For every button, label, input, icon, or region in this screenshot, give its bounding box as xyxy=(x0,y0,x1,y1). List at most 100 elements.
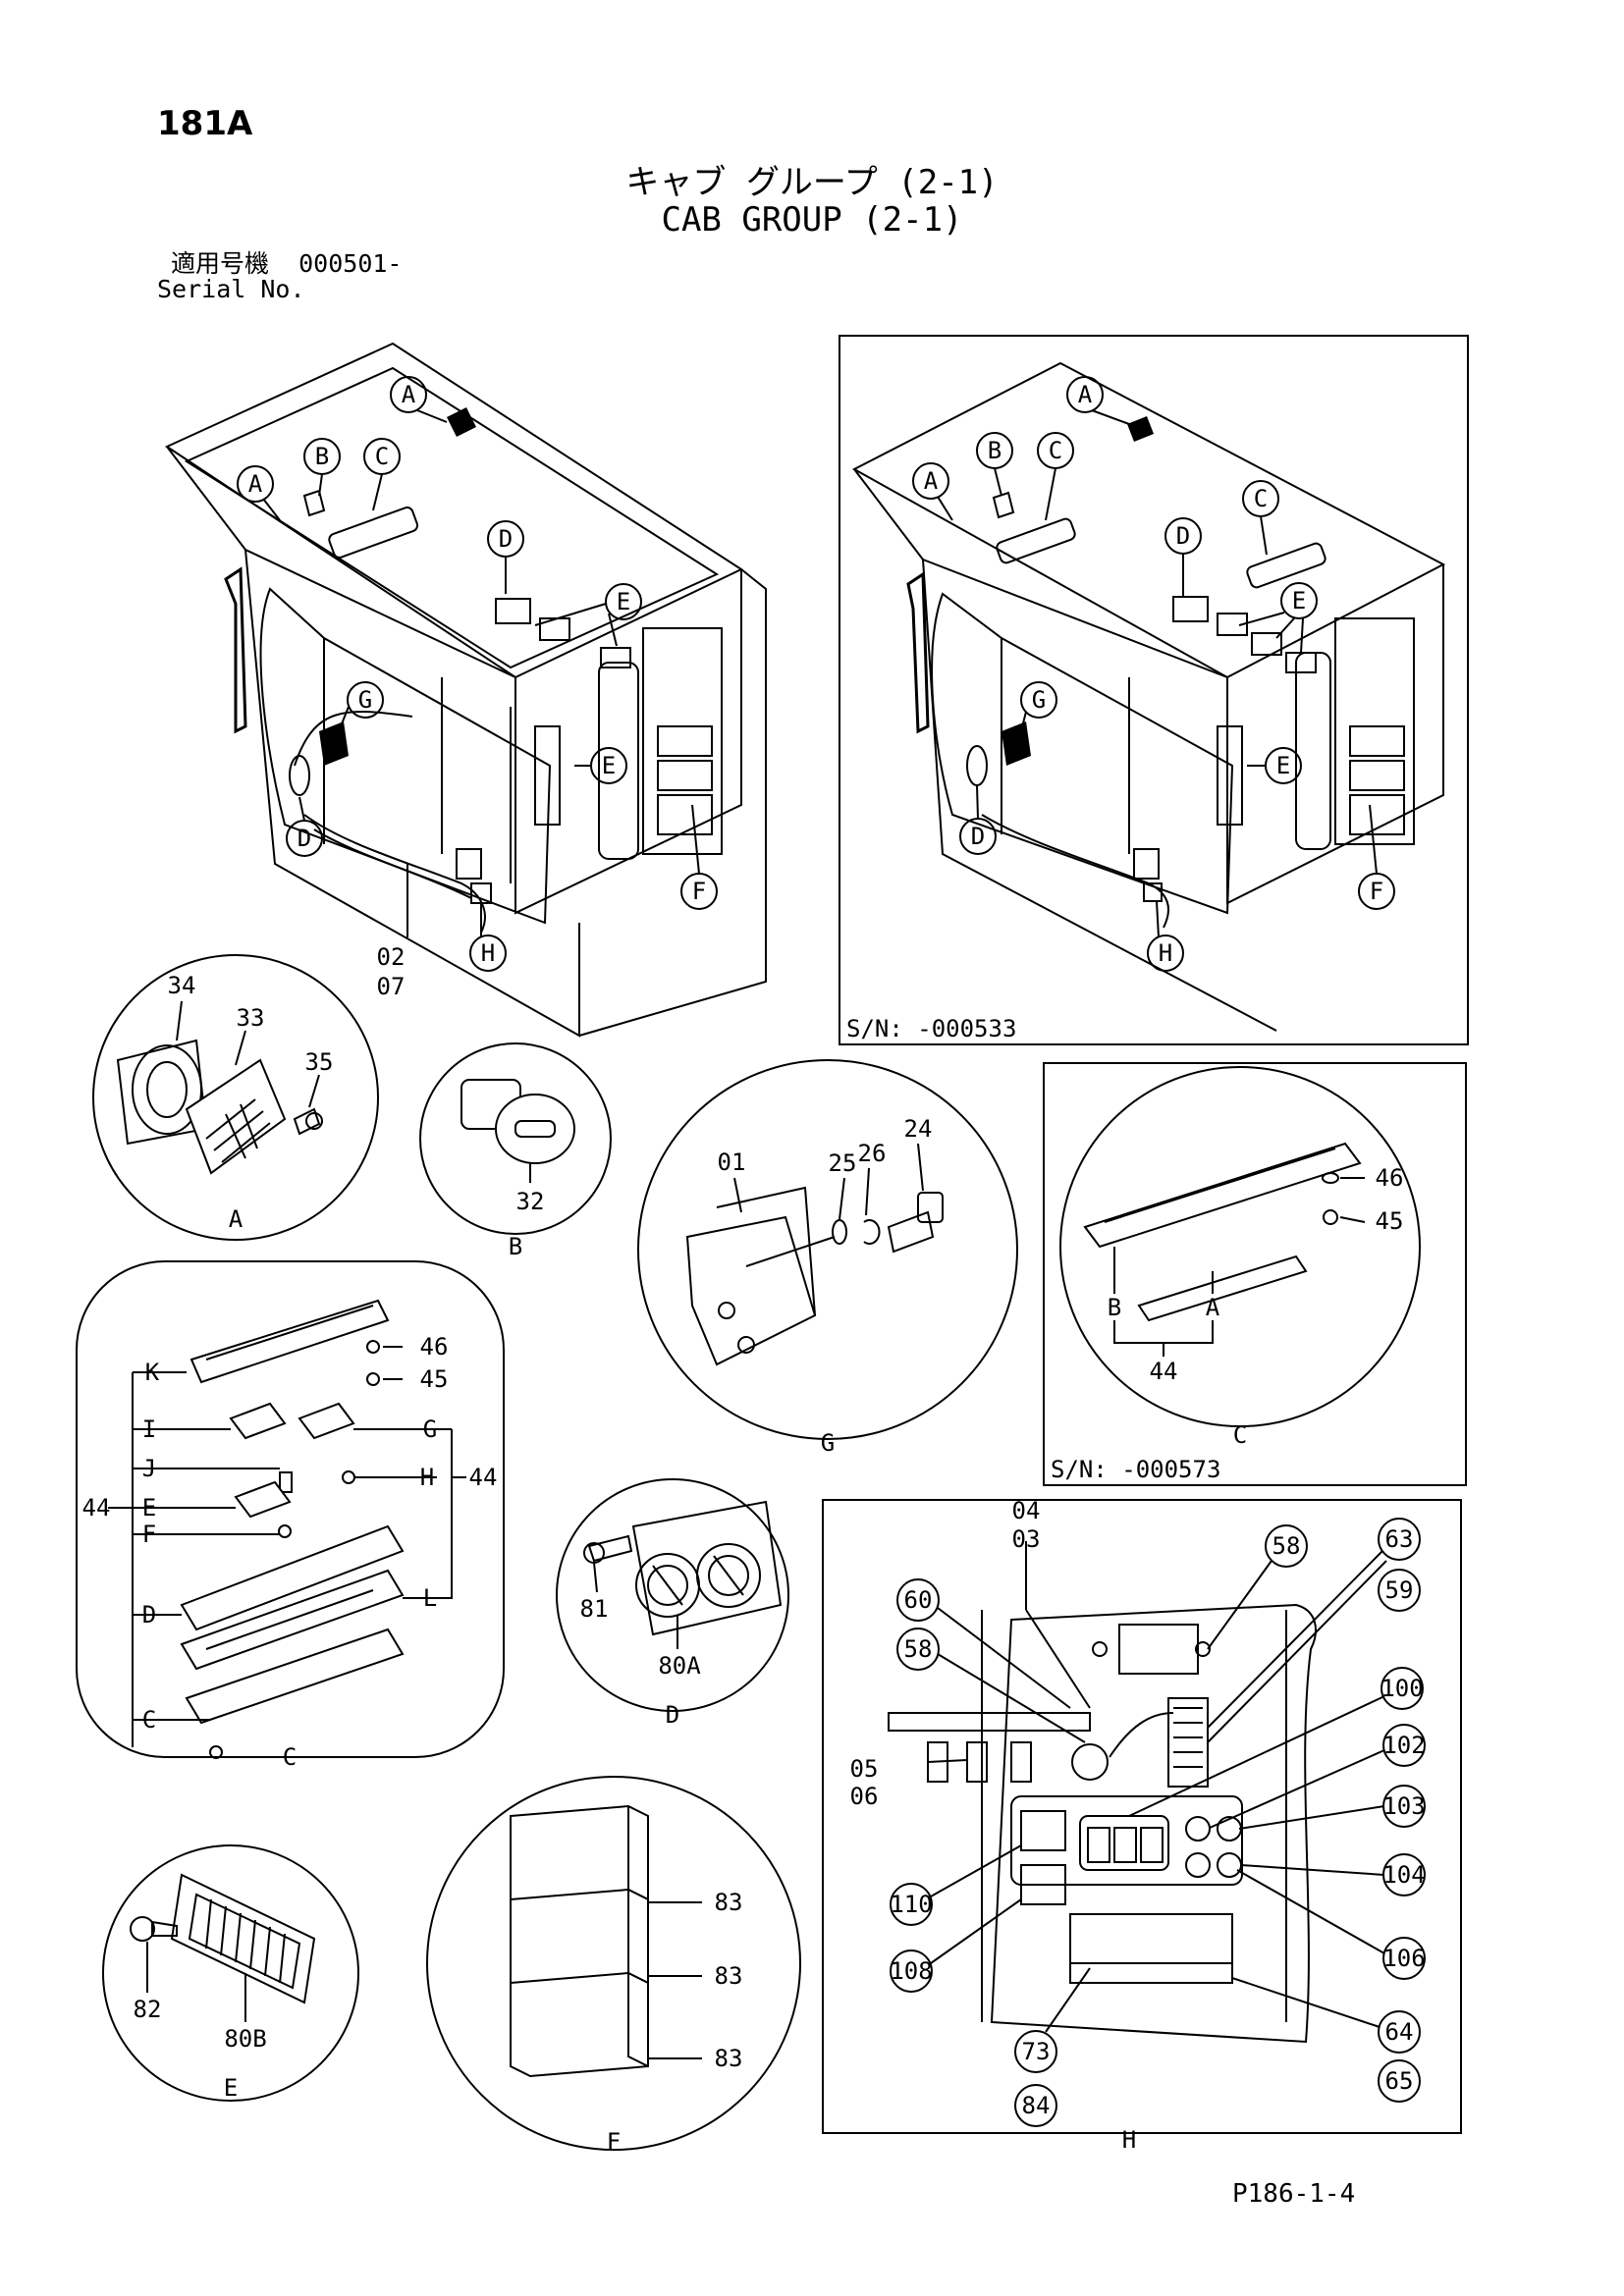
c-label-k: K xyxy=(145,1359,160,1386)
h-part-106: 106 xyxy=(1382,1945,1425,1972)
main-label-a2: A xyxy=(248,470,263,498)
c-part-46: 46 xyxy=(420,1333,449,1361)
detail-b-label: B xyxy=(509,1233,522,1260)
title-english: CAB GROUP (2-1) xyxy=(661,200,963,240)
c-label-h: H xyxy=(420,1464,434,1491)
detail-g-label: G xyxy=(821,1429,835,1457)
c-label-g: G xyxy=(423,1415,437,1443)
h-part-102: 102 xyxy=(1382,1732,1425,1759)
part-35: 35 xyxy=(305,1048,334,1076)
serial-label-jp: 適用号機 xyxy=(171,249,270,278)
main-label-e2: E xyxy=(602,752,616,779)
h-part-59: 59 xyxy=(1385,1576,1414,1604)
detail-h-label: H xyxy=(1122,2126,1136,2154)
h-part-58-left: 58 xyxy=(904,1635,933,1663)
alt-c-a: A xyxy=(1206,1294,1220,1321)
alt-label-f: F xyxy=(1370,878,1383,905)
h-part-05: 05 xyxy=(850,1755,879,1783)
part-34: 34 xyxy=(168,972,196,999)
detail-c-alt-label: C xyxy=(1233,1421,1247,1449)
detail-c-label: C xyxy=(283,1743,297,1771)
detail-a: 34 33 35 A xyxy=(92,954,379,1241)
h-part-100: 100 xyxy=(1380,1675,1423,1702)
detail-d-label: D xyxy=(666,1701,679,1729)
h-part-104: 104 xyxy=(1382,1861,1425,1889)
c-part-45: 45 xyxy=(420,1365,449,1393)
alt-cab-view: A B C A C D E E G D F H S/N: -000533 xyxy=(839,335,1469,1045)
alt-sn-note: S/N: -000533 xyxy=(846,1015,1016,1042)
detail-a-label: A xyxy=(229,1205,244,1233)
part-25: 25 xyxy=(829,1149,857,1177)
h-part-64: 64 xyxy=(1385,2018,1414,2046)
part-44: 44 xyxy=(1150,1358,1178,1385)
c-label-l: L xyxy=(423,1584,437,1612)
c-label-e: E xyxy=(142,1494,156,1522)
main-part-02: 02 xyxy=(377,943,406,971)
main-label-h: H xyxy=(481,939,495,967)
part-80b: 80B xyxy=(224,2025,266,2053)
part-81: 81 xyxy=(580,1595,609,1623)
alt-label-h: H xyxy=(1159,939,1172,967)
detail-d: 81 80A D xyxy=(556,1478,789,1729)
alt-label-a2: A xyxy=(924,467,939,495)
alt-label-c1: C xyxy=(1049,437,1062,464)
main-label-f: F xyxy=(692,878,706,905)
serial-label-en: Serial No. xyxy=(157,275,305,303)
h-part-63: 63 xyxy=(1385,1525,1414,1553)
h-part-58-top: 58 xyxy=(1272,1532,1301,1560)
main-cab-view: A B C A D E E G D F H 02 07 xyxy=(164,342,767,1038)
alt-label-c2: C xyxy=(1254,485,1268,512)
detail-h: 04 03 58 63 59 60 58 100 102 103 104 106… xyxy=(822,1497,1462,2154)
h-part-03: 03 xyxy=(1012,1525,1041,1553)
detail-e-label: E xyxy=(224,2074,238,2102)
detail-c: K 46 45 I G J H 44 44 E F D L C C xyxy=(76,1260,505,1771)
alt-c-sn-note: S/N: -000573 xyxy=(1051,1456,1220,1483)
main-label-e1: E xyxy=(617,588,630,615)
alt-label-d1: D xyxy=(1176,522,1190,550)
part-26: 26 xyxy=(858,1140,887,1167)
serial-range: 000501- xyxy=(298,249,403,278)
main-label-d1: D xyxy=(499,525,513,553)
part-82: 82 xyxy=(134,1996,162,2023)
part-24: 24 xyxy=(904,1115,933,1143)
h-part-103: 103 xyxy=(1382,1792,1425,1820)
part-83-middle: 83 xyxy=(715,1962,743,1990)
part-46: 46 xyxy=(1376,1164,1404,1192)
detail-b: 32 B xyxy=(419,1042,612,1260)
h-part-60: 60 xyxy=(904,1586,933,1614)
c-part-44-right: 44 xyxy=(469,1464,498,1491)
detail-f-label: F xyxy=(607,2128,621,2156)
alt-label-b: B xyxy=(988,437,1001,464)
part-45: 45 xyxy=(1376,1207,1404,1235)
alt-label-e2: E xyxy=(1276,752,1290,779)
page-number: 181A xyxy=(157,104,253,143)
detail-e: 82 80B E xyxy=(102,1844,359,2102)
h-part-65: 65 xyxy=(1385,2067,1414,2095)
h-part-04: 04 xyxy=(1012,1497,1041,1524)
part-83-top: 83 xyxy=(715,1889,743,1916)
part-83-bottom: 83 xyxy=(715,2045,743,2072)
alt-label-a1: A xyxy=(1078,381,1093,408)
h-part-73: 73 xyxy=(1022,2038,1051,2065)
page-reference: P186-1-4 xyxy=(1232,2179,1356,2209)
part-32: 32 xyxy=(516,1188,545,1215)
part-33: 33 xyxy=(237,1004,265,1032)
c-label-d: D xyxy=(142,1601,156,1629)
main-label-b: B xyxy=(315,443,329,470)
alt-c-b: B xyxy=(1108,1294,1121,1321)
h-part-110: 110 xyxy=(890,1891,932,1918)
detail-f: 83 83 83 F xyxy=(426,1776,801,2156)
c-label-i: I xyxy=(142,1415,156,1443)
h-part-06: 06 xyxy=(850,1783,879,1810)
main-label-d2: D xyxy=(298,825,311,852)
alt-label-g: G xyxy=(1032,686,1046,714)
detail-g: 01 25 26 24 G xyxy=(637,1059,1018,1457)
h-part-84: 84 xyxy=(1022,2092,1051,2119)
part-80a: 80A xyxy=(658,1652,701,1680)
alt-label-d2: D xyxy=(971,823,985,850)
c-label-j: J xyxy=(142,1455,156,1482)
h-part-108: 108 xyxy=(890,1957,932,1985)
main-part-07: 07 xyxy=(377,973,406,1000)
c-label-c: C xyxy=(142,1706,156,1734)
